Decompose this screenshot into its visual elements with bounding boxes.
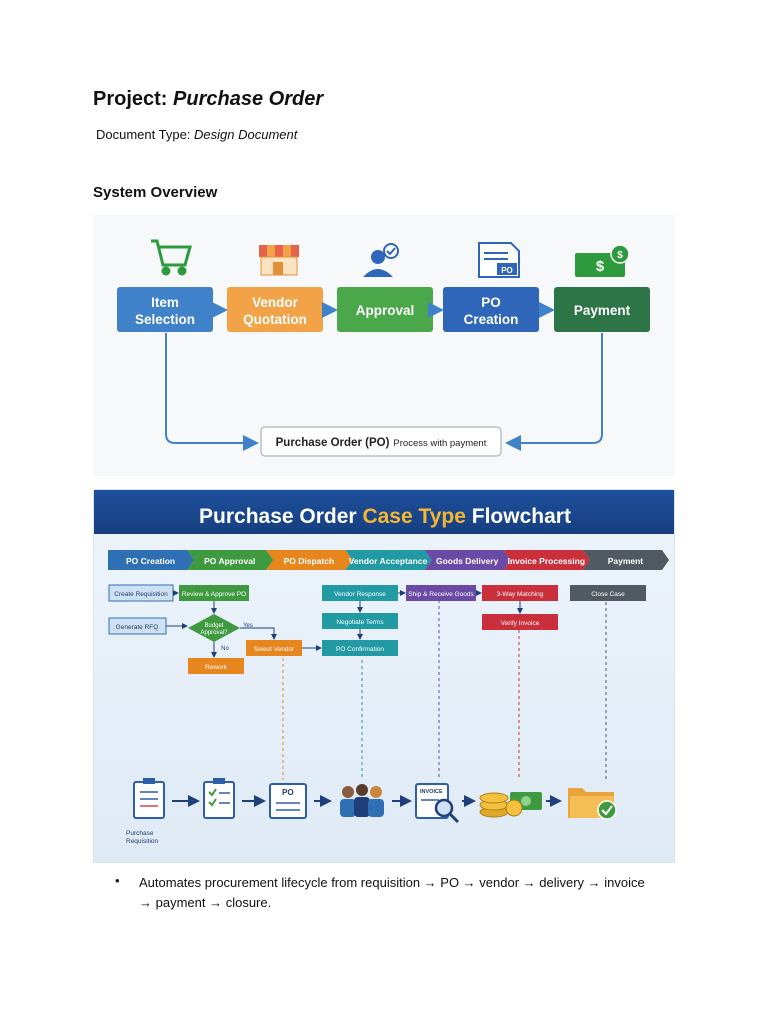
- review-approve-label: Review & Approve PO: [182, 591, 246, 598]
- requisition-clipboard-icon: [133, 778, 165, 819]
- negotiate-terms-label: Negotiate Terms: [336, 619, 384, 626]
- req-label-1: Purchase: [126, 830, 154, 837]
- verify-invoice-label: Verify Invoice: [501, 620, 540, 627]
- step-label: Item: [151, 295, 179, 310]
- stage-chevron: [503, 550, 590, 570]
- yes-label: Yes: [243, 623, 253, 629]
- bullet-text: Automates procurement lifecycle from req…: [139, 875, 645, 910]
- budget-label-2: Approval?: [200, 630, 228, 636]
- stage-label: Payment: [608, 556, 644, 566]
- select-vendor-box: [246, 640, 302, 656]
- checklist-clipboard-icon: [203, 778, 235, 819]
- stage-chevron: [266, 550, 353, 570]
- dollar-coin-label: $: [617, 250, 623, 261]
- step-label: Selection: [135, 312, 195, 327]
- verify-invoice-box: [482, 614, 558, 630]
- negotiate-terms-box: [322, 613, 398, 629]
- stage-label: PO Approval: [204, 556, 255, 566]
- generate-rfq-label: Generate RFQ: [116, 624, 159, 631]
- stage-chevron: [108, 550, 195, 570]
- po-form-label: PO: [282, 788, 294, 797]
- rework-label: Rework: [205, 664, 228, 671]
- result-text: Purchase Order (PO)Process with payment: [276, 437, 487, 449]
- stage-label: Goods Delivery: [436, 556, 499, 566]
- shopping-cart-icon: [151, 239, 192, 276]
- stage-chevron: [582, 550, 669, 570]
- req-label-2: Requisition: [126, 838, 159, 845]
- result-box: [260, 426, 502, 457]
- po-icon-label: PO: [501, 266, 513, 275]
- vendor-team-icon: [340, 784, 384, 817]
- po-form-icon: PO: [269, 783, 307, 819]
- review-approve-box: [179, 585, 249, 601]
- storefront-icon: [259, 245, 299, 276]
- flowchart-diagram: Purchase Order Case Type Flowchart PO Cr…: [94, 490, 674, 862]
- coins-cash-icon: [479, 792, 542, 818]
- step-label: PO: [481, 295, 501, 310]
- user-check-icon: [363, 243, 399, 277]
- select-vendor-label: Select Vendor: [254, 646, 295, 653]
- bullet-marker: •: [115, 873, 120, 888]
- stage-label: Vendor Acceptance: [349, 556, 428, 566]
- bottom-icon-row: Purchase Requisition PO: [126, 778, 617, 845]
- po-confirmation-label: PO Confirmation: [336, 646, 384, 653]
- step-box: [443, 287, 539, 332]
- stage-label: PO Dispatch: [284, 556, 335, 566]
- cash-icon: $ $: [575, 244, 630, 277]
- invoice-magnifier-icon: INVOICE: [415, 783, 460, 824]
- document-type: Document Type: Design Document: [96, 127, 297, 142]
- flow-connectors: [166, 590, 523, 658]
- doctype-value: Design Document: [194, 127, 298, 142]
- step-label: Approval: [356, 303, 415, 318]
- section-heading: System Overview: [93, 184, 218, 201]
- three-way-matching-box: [482, 585, 558, 601]
- step-label: Quotation: [243, 312, 307, 327]
- step-box: [554, 287, 650, 332]
- stage-chevron: [187, 550, 274, 570]
- step-box: [337, 287, 433, 332]
- step-label: Vendor: [252, 295, 299, 310]
- close-case-box: [570, 585, 646, 601]
- flowchart-figure: Purchase Order Case Type Flowchart PO Cr…: [93, 489, 675, 863]
- no-label: No: [221, 646, 229, 652]
- rework-box: [188, 658, 244, 674]
- po-document-icon: PO: [478, 242, 520, 278]
- doctype-prefix: Document Type:: [96, 127, 195, 142]
- title-prefix: Project:: [93, 88, 174, 110]
- po-confirmation-box: [322, 640, 398, 656]
- budget-decision-diamond: [188, 614, 240, 642]
- lane-guides: [282, 600, 607, 780]
- step-arrows: [165, 302, 603, 451]
- budget-label-1: Budget: [204, 623, 223, 629]
- stage-chevron: [424, 550, 511, 570]
- project-name: Purchase Order: [173, 88, 324, 110]
- document-title: Project: Purchase Order: [93, 88, 323, 111]
- invoice-label: INVOICE: [420, 789, 443, 795]
- create-requisition-label: Create Requisition: [114, 591, 168, 598]
- step-box: [227, 287, 323, 332]
- dollar-label: $: [596, 258, 605, 275]
- three-way-matching-label: 3-Way Matching: [497, 591, 544, 598]
- flowchart-header: [94, 490, 674, 534]
- step-label: Payment: [574, 303, 631, 318]
- stage-bar: PO Creation PO Approval PO Dispatch Vendor …: [108, 550, 669, 570]
- vendor-response-box: [322, 585, 398, 601]
- vendor-response-label: Vendor Response: [334, 591, 386, 598]
- flowchart-title: Purchase Order Case Type Flowchart: [199, 505, 571, 528]
- stage-label: PO Creation: [126, 556, 175, 566]
- ship-receive-label: Ship & Receive Goods: [408, 591, 474, 598]
- completed-folder-icon: [568, 788, 617, 820]
- step-label: Creation: [464, 312, 519, 327]
- close-case-label: Close Case: [591, 591, 625, 598]
- step-box: [117, 287, 213, 332]
- ship-receive-box: [406, 585, 476, 601]
- stage-chevron: [345, 550, 432, 570]
- stage-label: Invoice Processing: [508, 556, 585, 566]
